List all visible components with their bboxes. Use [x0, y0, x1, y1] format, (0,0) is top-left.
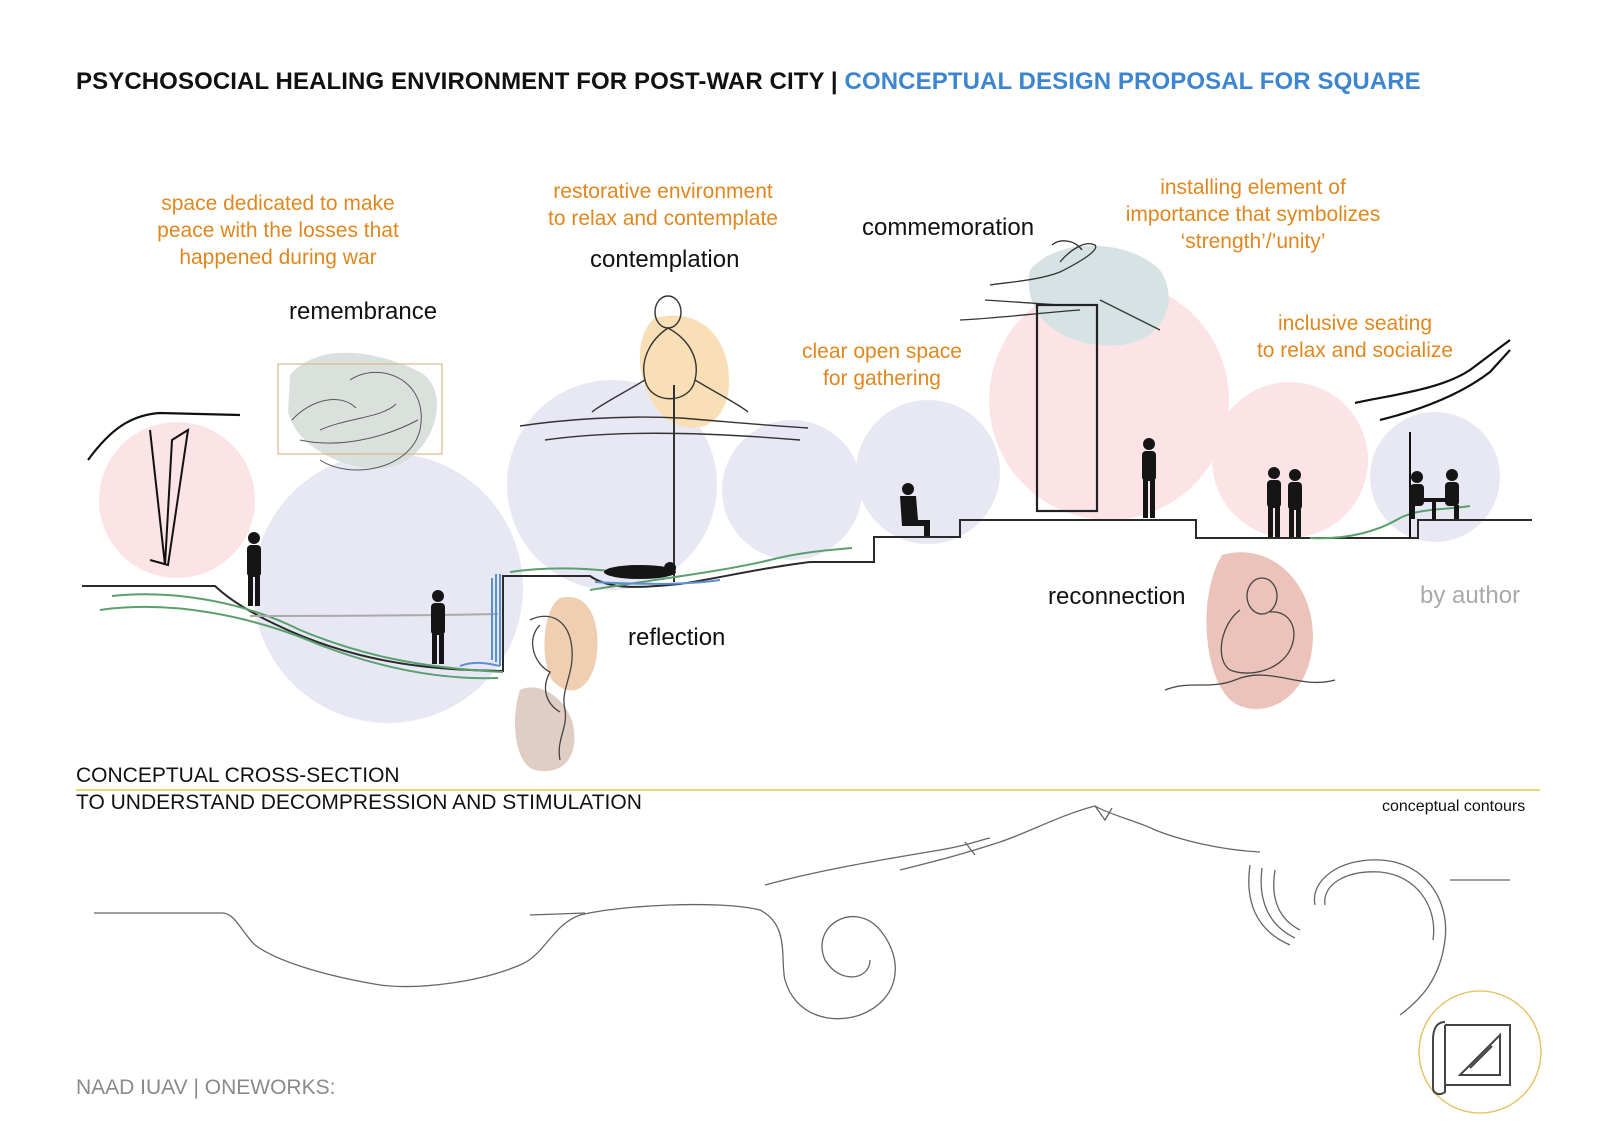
note-losses-line-3: happened during war [179, 246, 377, 269]
note-installing-line-3: ‘strength’/’unity’ [1180, 230, 1326, 253]
water-surface-line [249, 613, 499, 617]
remembrance-circle-lavender [253, 453, 523, 723]
seating-circle-pink [1212, 382, 1368, 538]
label-remembrance: remembrance [289, 298, 438, 325]
note-installing: installing element of importance that sy… [1098, 174, 1408, 255]
note-open-space: clear open space for gathering [770, 338, 994, 392]
commemoration-circle [989, 280, 1229, 520]
contemplation-blob [639, 315, 730, 428]
zone-circles [99, 280, 1500, 723]
note-losses: space dedicated to make peace with the l… [128, 190, 428, 271]
seating-circle-lavender [1370, 412, 1500, 542]
reflection-lower-blob [515, 687, 575, 772]
face-profile-sketch [529, 615, 573, 761]
reconnection-blob [1206, 552, 1313, 710]
meditating-figure-sketch [519, 295, 809, 441]
contour-sketch [94, 805, 1510, 1020]
remembrance-blob [288, 352, 437, 469]
people-table-silhouette [1410, 469, 1459, 520]
terrain-section [82, 519, 1532, 673]
canopy-left [87, 411, 241, 461]
title-sub: CONCEPTUAL DESIGN PROPOSAL FOR SQUARE [844, 68, 1421, 95]
remembrance-frame [277, 363, 443, 455]
embrace-sketch [1164, 577, 1336, 691]
person-sitting-silhouette [900, 483, 930, 536]
label-commemoration: commemoration [862, 214, 1035, 241]
section-heading-line-1: CONCEPTUAL CROSS-SECTION [76, 764, 400, 787]
canopy-left-sketch [149, 428, 190, 567]
blueprint-logo [1418, 990, 1542, 1114]
gathering-circle [856, 400, 1000, 544]
person-lying-silhouette [604, 562, 676, 579]
title-main: PSYCHOSOCIAL HEALING ENVIRONMENT FOR POS… [76, 68, 838, 95]
label-reconnection: reconnection [1048, 583, 1186, 610]
remembrance-sketch-hands [291, 371, 422, 471]
monument-column [1035, 303, 1099, 513]
contemplation-circle-small [722, 420, 862, 560]
note-losses-line-1: space dedicated to make [161, 192, 395, 215]
footer-credit: NAAD IUAV | ONEWORKS: [76, 1076, 336, 1099]
note-seating-line-1: inclusive seating [1277, 312, 1433, 335]
credit-by-author: by author [1420, 582, 1521, 609]
person-silhouette-3 [1142, 438, 1156, 518]
contours-label: conceptual contours [1382, 798, 1526, 815]
note-installing-line-2: importance that symbolizes [1125, 203, 1381, 226]
note-restorative-line-1: restorative environment [553, 180, 773, 203]
note-seating: inclusive seating to relax and socialize [1220, 310, 1490, 364]
people-silhouettes [247, 438, 1459, 664]
note-open-space-line-2: for gathering [823, 367, 941, 390]
note-restorative: restorative environment to relax and con… [518, 178, 808, 232]
contemplation-circle [507, 380, 717, 590]
note-installing-line-1: installing element of [1160, 176, 1346, 199]
people-pair-silhouette [1267, 467, 1302, 537]
person-silhouette-2 [431, 590, 445, 664]
label-reflection: reflection [628, 624, 726, 651]
section-heading: CONCEPTUAL CROSS-SECTION TO UNDERSTAND D… [76, 762, 642, 816]
person-silhouette-1 [247, 532, 261, 606]
note-restorative-line-2: to relax and contemplate [548, 207, 778, 230]
label-contemplation: contemplation [590, 246, 740, 273]
water-cascade [459, 574, 721, 667]
page-title: PSYCHOSOCIAL HEALING ENVIRONMENT FOR POS… [76, 68, 1421, 96]
note-seating-line-2: to relax and socialize [1256, 339, 1454, 362]
grass-lines [99, 505, 1471, 680]
note-open-space-line-1: clear open space [802, 340, 962, 363]
canopy-right [1354, 339, 1511, 422]
section-heading-line-2: TO UNDERSTAND DECOMPRESSION AND STIMULAT… [76, 791, 642, 814]
note-losses-line-2: peace with the losses that [157, 219, 399, 242]
